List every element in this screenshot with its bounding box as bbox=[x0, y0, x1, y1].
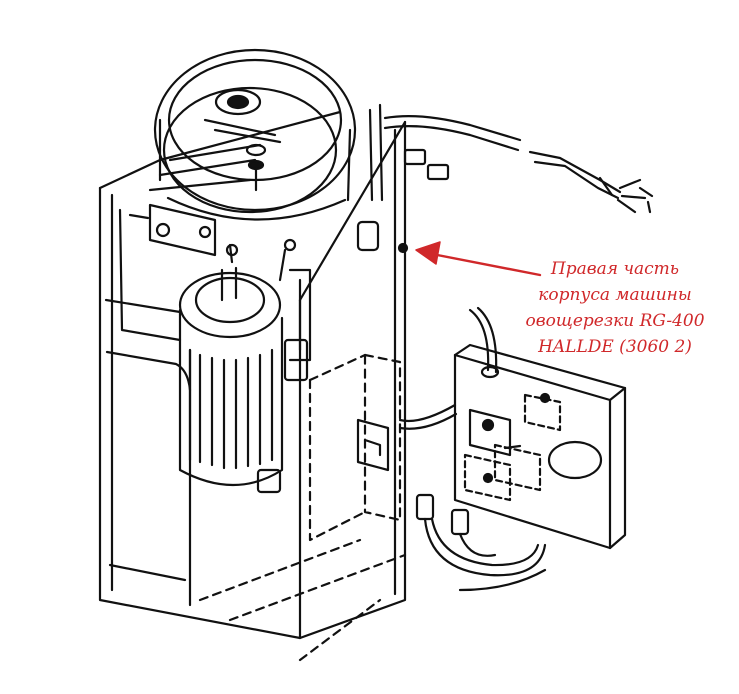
cabinet-body bbox=[98, 110, 407, 640]
mounting-bracket bbox=[128, 203, 297, 282]
callout-label: Правая часть корпуса машины овощерезки R… bbox=[505, 256, 725, 360]
control-box-cable bbox=[398, 306, 498, 430]
power-plug bbox=[528, 150, 654, 214]
callout-line-2: корпуса машины bbox=[538, 285, 692, 305]
callout-arrow bbox=[415, 241, 542, 277]
shaft-screws bbox=[148, 143, 267, 192]
control-box bbox=[453, 343, 627, 550]
callout-line-3: овощерезки RG-400 bbox=[525, 311, 705, 331]
power-cable bbox=[356, 103, 522, 252]
attachment-point bbox=[397, 242, 409, 254]
callout-line-1: Правая часть bbox=[550, 259, 680, 279]
hidden-inner-box bbox=[198, 353, 407, 662]
bottom-connectors bbox=[415, 493, 547, 592]
callout-line-4: HALLDE (3060 2) bbox=[538, 337, 692, 357]
electric-motor bbox=[178, 266, 309, 494]
side-switch bbox=[356, 418, 390, 472]
side-rail bbox=[288, 268, 312, 362]
